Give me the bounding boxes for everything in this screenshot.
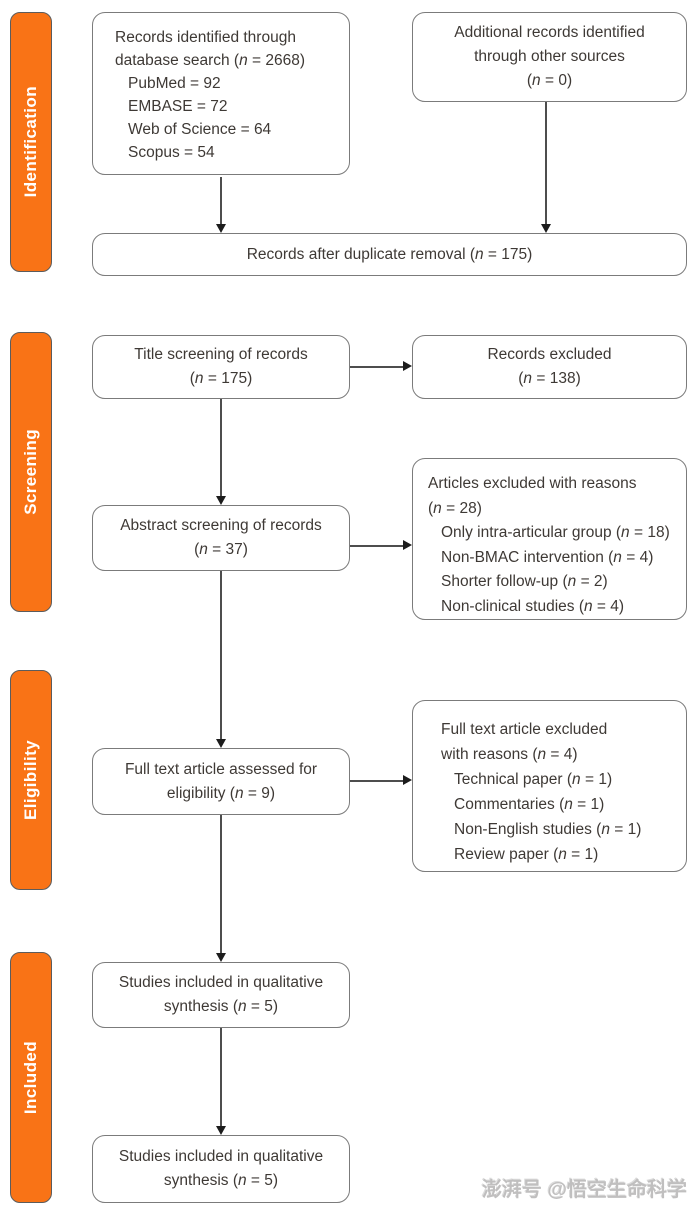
box-full-text-excluded-line: Full text article excluded [441,721,608,738]
arrowhead-abstract-to-articles-excluded [403,540,412,550]
connector-identified-to-duplicates [220,177,222,225]
connector-full-text-to-excluded [350,780,404,782]
box-records-identified-line: Records identified through [115,29,296,46]
box-title-screening: Title screening of records (n = 175) [92,335,350,399]
box-title-screening-line: Title screening of records [134,346,308,363]
box-abstract-screening-line: Abstract screening of records [120,517,322,534]
box-included-2-line: synthesis (n = 5) [163,1172,279,1189]
box-records-identified-line: database search (n = 2668) [115,52,306,69]
box-duplicate-removal-line: Records after duplicate removal (n = 175… [246,246,533,263]
box-abstract-screening: Abstract screening of records (n = 37) [92,505,350,571]
db-source-embase: EMBASE = 72 [128,98,228,115]
db-source-pubmed: PubMed = 92 [128,75,221,92]
box-articles-excluded: Articles excluded with reasons (n = 28) … [412,458,687,620]
stage-identification-label: Identification [21,86,40,198]
box-full-text-excluded-line: with reasons (n = 4) [441,746,578,763]
arrowhead-title-to-abstract [216,496,226,505]
box-included-1-line: Studies included in qualitative [118,974,324,991]
box-records-excluded-line: (n = 138) [518,370,581,387]
stage-eligibility-label: Eligibility [21,740,40,820]
box-full-text-excluded: Full text article excluded with reasons … [412,700,687,872]
stage-bar-included: Included [10,952,52,1203]
box-records-identified: Records identified through database sear… [92,12,350,175]
box-included-2-line: Studies included in qualitative [118,1148,324,1165]
arrowhead-title-to-records-excluded [403,361,412,371]
box-articles-excluded-line: Articles excluded with reasons [428,475,637,492]
stage-bar-identification: Identification [10,12,52,272]
connector-title-to-records-excluded [350,366,404,368]
box-full-text-assessed: Full text article assessed for eligibili… [92,748,350,815]
box-included-qualitative-1: Studies included in qualitative synthesi… [92,962,350,1028]
box-articles-excluded-line: (n = 28) [428,499,482,517]
exclusion-reason-non-clinical: Non-clinical studies (n = 4) [441,597,625,615]
exclusion-reason-review-paper: Review paper (n = 1) [454,846,599,863]
connector-additional-to-duplicates [545,102,547,225]
exclusion-reason-commentaries: Commentaries (n = 1) [454,796,605,813]
box-included-qualitative-2: Studies included in qualitative synthesi… [92,1135,350,1203]
box-title-screening-line: (n = 175) [189,370,253,387]
exclusion-reason-non-bmac: Non-BMAC intervention (n = 4) [441,548,654,566]
connector-title-to-abstract [220,399,222,497]
arrowhead-included1-to-included2 [216,1126,226,1135]
box-additional-records: Additional records identified through ot… [412,12,687,102]
box-records-excluded-line: Records excluded [487,346,612,363]
exclusion-reason-shorter-follow-up: Shorter follow-up (n = 2) [441,573,608,591]
stage-bar-eligibility: Eligibility [10,670,52,890]
arrowhead-full-text-to-included1 [216,953,226,962]
connector-abstract-to-articles-excluded [350,545,404,547]
box-full-text-assessed-line: Full text article assessed for [124,760,318,778]
box-included-1-line: synthesis (n = 5) [163,998,279,1015]
box-duplicate-removal: Records after duplicate removal (n = 175… [92,233,687,276]
arrowhead-identified-to-duplicates [216,224,226,233]
exclusion-reason-non-english: Non-English studies (n = 1) [454,821,642,838]
connector-included1-to-included2 [220,1028,222,1127]
db-source-web-of-science: Web of Science = 64 [128,121,272,138]
box-additional-records-line: through other sources [474,48,625,65]
db-source-scopus: Scopus = 54 [128,144,215,161]
stage-screening-label: Screening [21,429,40,515]
box-additional-records-line: (n = 0) [526,72,573,89]
connector-abstract-to-full-text [220,571,222,740]
box-full-text-assessed-line: eligibility (n = 9) [166,784,276,802]
arrowhead-full-text-to-excluded [403,775,412,785]
stage-included-label: Included [21,1040,40,1115]
box-additional-records-line: Additional records identified [454,24,645,41]
box-records-excluded: Records excluded (n = 138) [412,335,687,399]
exclusion-reason-technical-paper: Technical paper (n = 1) [454,771,613,788]
arrowhead-abstract-to-full-text [216,739,226,748]
watermark: 澎湃号 @悟空生命科学 [481,1179,687,1201]
exclusion-reason-intra-articular: Only intra-articular group (n = 18) [441,524,670,542]
arrowhead-additional-to-duplicates [541,224,551,233]
connector-full-text-to-included1 [220,815,222,954]
box-abstract-screening-line: (n = 37) [194,541,248,558]
stage-bar-screening: Screening [10,332,52,612]
